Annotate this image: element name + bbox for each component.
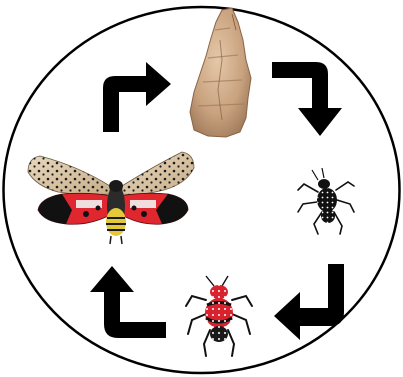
life-cycle-canvas xyxy=(0,0,403,377)
life-cycle-diagram xyxy=(0,0,403,377)
